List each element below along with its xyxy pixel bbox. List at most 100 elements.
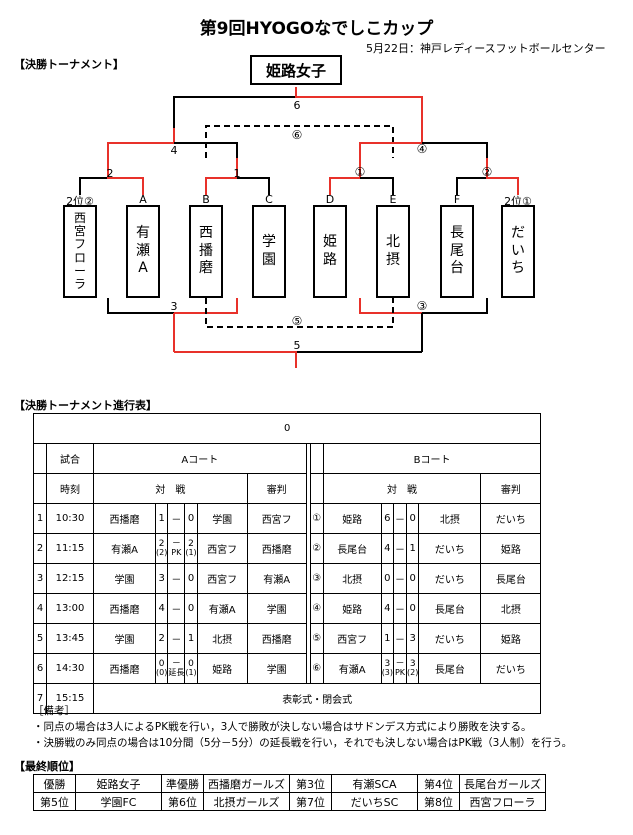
court-b-referee: 姫路 <box>480 533 542 564</box>
court-b-referee-value: 長尾台 <box>495 575 526 586</box>
court-b-match-number: ② <box>309 533 324 564</box>
court-a-referee-value: 学園 <box>266 605 287 616</box>
match-label-2-circled: ② <box>481 165 493 179</box>
court-a-score-1-value: 0 <box>158 659 165 669</box>
court-a-score-2: 0 <box>184 563 198 594</box>
rank-label: 優勝 <box>33 774 76 793</box>
court-b-score-1-value: 6 <box>384 513 391 524</box>
court-b-score-2: 3(2) <box>406 653 420 684</box>
bracket-line <box>422 298 488 314</box>
team-box-hokusetsu: 北摂 <box>376 205 410 298</box>
bracket-section-heading: 【決勝トーナメント】 <box>14 58 124 71</box>
ceremony-cell: 表彰式・閉会式 <box>92 683 542 714</box>
team-char: 路 <box>323 251 337 268</box>
team-box-nagaodai: 長尾台 <box>440 205 474 298</box>
court-a-dash: －延長 <box>167 653 186 684</box>
court-a-dash-value: － <box>171 515 182 526</box>
champion-box: 姫路女子 <box>250 55 342 85</box>
rank-team: 西宮フローラ <box>459 792 546 811</box>
court-b-score-2-value: 3 <box>409 659 416 669</box>
note-final-rule: ・決勝戦のみ同点の場合は10分間（5分－5分）の延長戦を行い，それでも決しない場… <box>33 737 573 749</box>
court-a-dash-value: － <box>171 539 181 549</box>
court-b-match-number-value: ④ <box>312 603 322 614</box>
court-a-team-1: 西播磨 <box>93 593 156 624</box>
court-a-score-1: 1 <box>154 503 169 534</box>
court-a-score-2: 0 <box>184 593 198 624</box>
court-b-score-1-value: 1 <box>384 633 391 644</box>
rank-label: 第6位 <box>161 792 204 811</box>
court-b-score-1-value: 4 <box>384 543 391 554</box>
court-b-referee-value: だいち <box>495 515 526 526</box>
team-char: だ <box>511 225 525 242</box>
court-a-team-2: 西宮フ <box>196 533 248 564</box>
court-a-dash-value: － <box>171 635 182 646</box>
row-time-value: 13:45 <box>55 633 85 644</box>
court-b-score-2: 3 <box>406 623 420 654</box>
court-b-team-1: 西宮フ <box>322 623 382 654</box>
bracket-line <box>107 142 174 158</box>
match-label-6-circled: ⑥ <box>291 128 303 142</box>
court-b-score-2-value: 3 <box>409 633 416 644</box>
row-number: 2 <box>33 533 47 564</box>
court-b-match-number-value: ⑥ <box>312 663 322 674</box>
row-number-value: 5 <box>36 633 44 644</box>
team-char: 北 <box>386 234 400 250</box>
team-char: ち <box>511 260 525 277</box>
match-label-3: 3 <box>170 300 178 313</box>
rank-label: 準優勝 <box>161 774 204 793</box>
court-b-team-2-value: 長尾台 <box>434 665 465 676</box>
bracket-line <box>329 158 361 195</box>
bracket-line <box>107 298 174 314</box>
court-a-team-2-value: 姫路 <box>212 665 233 676</box>
team-char: 西 <box>199 225 213 242</box>
court-b-score-2: 0 <box>406 593 420 624</box>
court-b-score-1: 1 <box>380 623 395 654</box>
team-char: フ <box>73 237 86 252</box>
court-b-match-number: ⑤ <box>309 623 324 654</box>
cell <box>33 443 47 474</box>
slot-label: 2位② <box>66 195 94 208</box>
match-label-1-circled: ① <box>354 165 366 179</box>
match-label-3-circled: ③ <box>416 299 428 313</box>
rank-label: 第4位 <box>417 774 460 793</box>
match-label-1: 1 <box>233 167 241 180</box>
court-b-score-2: 1 <box>406 533 420 564</box>
court-b-team-2-value: 長尾台 <box>434 605 465 616</box>
team-char: 有 <box>136 225 150 242</box>
court-a-referee: 学園 <box>246 653 307 684</box>
match-label-5: 5 <box>293 339 301 352</box>
court-a-dash-value: － <box>171 659 181 669</box>
court-a-referee: 西宮フ <box>246 503 307 534</box>
court-b-team-2: 長尾台 <box>418 653 482 684</box>
court-b-dash: － <box>393 623 408 654</box>
court-a-score-2: 0(1) <box>184 653 198 684</box>
court-b-referee: だいち <box>480 503 542 534</box>
court-a-dash: － <box>167 623 186 654</box>
court-b-referee: 長尾台 <box>480 563 542 594</box>
team-box-nishiharima: 西播磨 <box>189 205 223 298</box>
court-a-referee-value: 学園 <box>266 665 287 676</box>
court-b-score-2: 0 <box>406 503 420 534</box>
court-a-team-1: 学園 <box>93 563 156 594</box>
court-b-score-2-sub: (2) <box>407 668 419 677</box>
rank-team: 姫路女子 <box>75 774 162 793</box>
court-a-score-1: 3 <box>154 563 169 594</box>
schedule-section-heading: 【決勝トーナメント進行表】 <box>14 399 157 412</box>
row-time: 15:15 <box>46 683 94 714</box>
court-b-team-1-value: 西宮フ <box>337 635 368 646</box>
row-number: 4 <box>33 593 47 624</box>
court-b-score-1: 4 <box>380 533 395 564</box>
rank-label: 第3位 <box>289 774 332 793</box>
slot-label: C <box>265 193 273 206</box>
court-a-dash-sub: PK <box>171 548 182 557</box>
bracket-line <box>107 158 144 195</box>
header-vs-b: 対 戦 <box>322 473 482 504</box>
row-time: 13:00 <box>46 593 94 624</box>
cell <box>309 443 324 474</box>
court-b-dash-value: － <box>395 575 406 586</box>
court-b-team-2: だいち <box>418 563 482 594</box>
court-b-team-2-value: だいち <box>434 575 465 586</box>
